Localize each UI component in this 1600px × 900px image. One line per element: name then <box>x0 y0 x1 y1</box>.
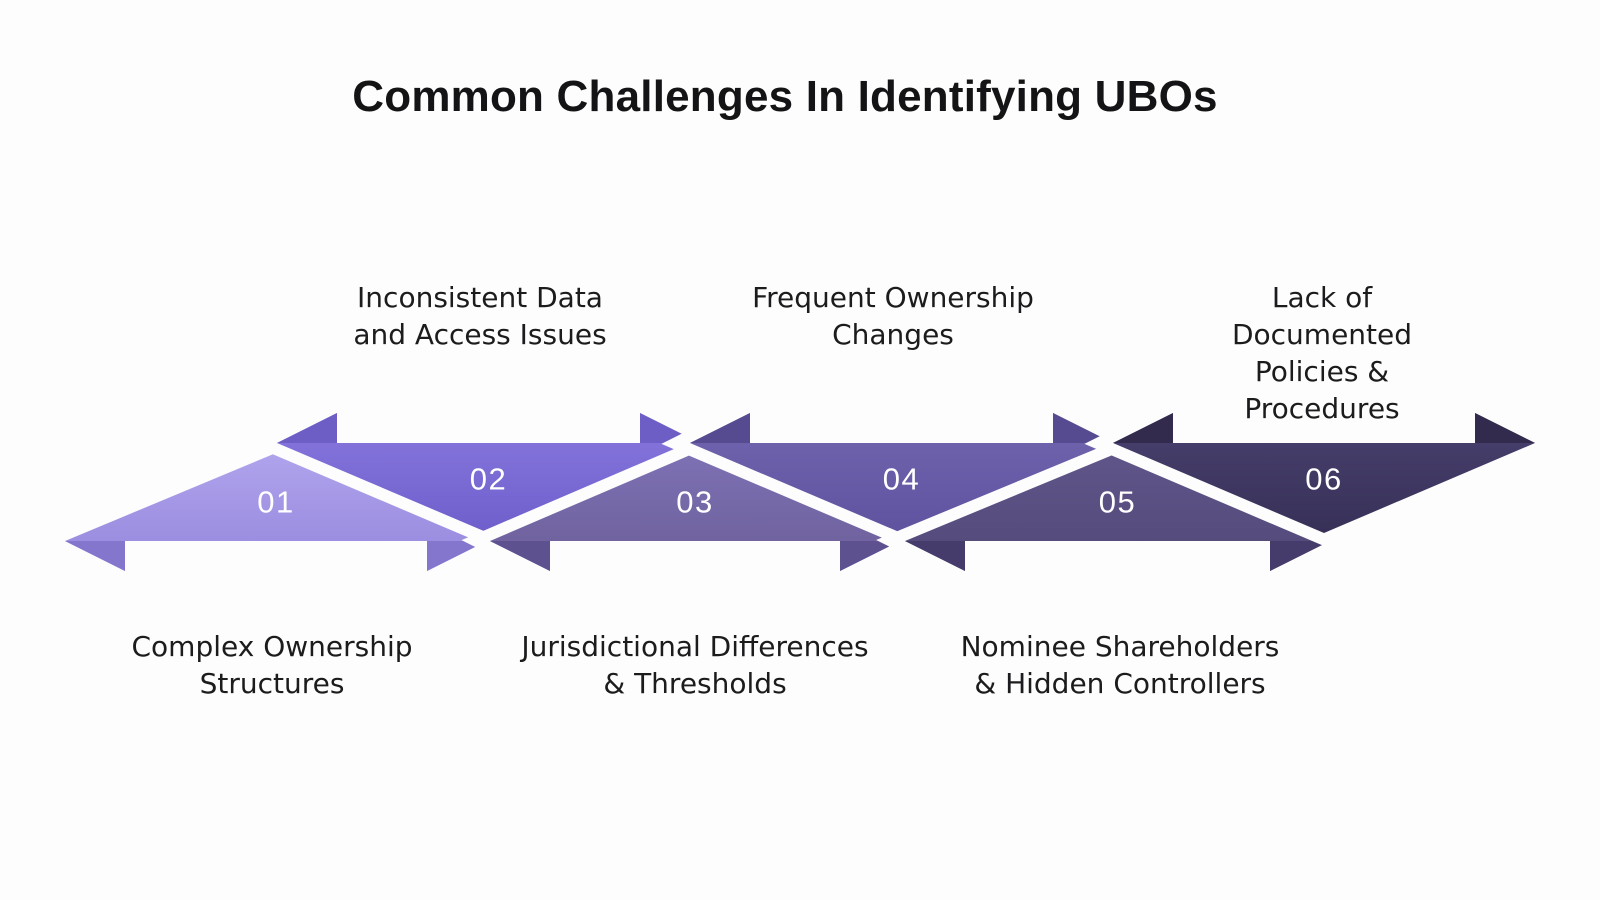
arrowhead-flare <box>905 541 965 571</box>
arrowhead-flare <box>1270 541 1330 571</box>
arrowhead-flare <box>65 541 125 571</box>
step-number-04: 04 <box>883 462 920 497</box>
arrowhead-flare <box>690 413 750 443</box>
step-label-05: Nominee Shareholders & Hidden Controller… <box>960 630 1280 700</box>
step-number-02: 02 <box>470 462 507 497</box>
step-number-01: 01 <box>257 485 294 520</box>
arrowhead-flare <box>1053 413 1113 443</box>
arrowhead-flare <box>840 541 900 571</box>
step-label-03: Jurisdictional Differences & Thresholds <box>521 630 869 700</box>
step-number-03: 03 <box>676 485 713 520</box>
arrowhead-flare <box>490 541 550 571</box>
step-label-01: Complex Ownership Structures <box>131 630 413 700</box>
arrowhead-flare <box>1113 413 1173 443</box>
page-title: Common Challenges In Identifying UBOs <box>352 72 1218 121</box>
arrowhead-flare <box>277 413 337 443</box>
step-label-02: Inconsistent Data and Access Issues <box>353 281 607 351</box>
arrow-shape-06 <box>1084 393 1564 547</box>
step-number-05: 05 <box>1099 485 1136 520</box>
arrow-shape-04 <box>661 393 1142 547</box>
step-number-06: 06 <box>1305 462 1342 497</box>
arrowhead-flare <box>1475 413 1535 443</box>
arrowhead-flare <box>427 541 487 571</box>
step-label-06: Lack of Documented Policies & Procedures <box>1231 281 1413 425</box>
step-label-04: Frequent Ownership Changes <box>752 281 1034 351</box>
